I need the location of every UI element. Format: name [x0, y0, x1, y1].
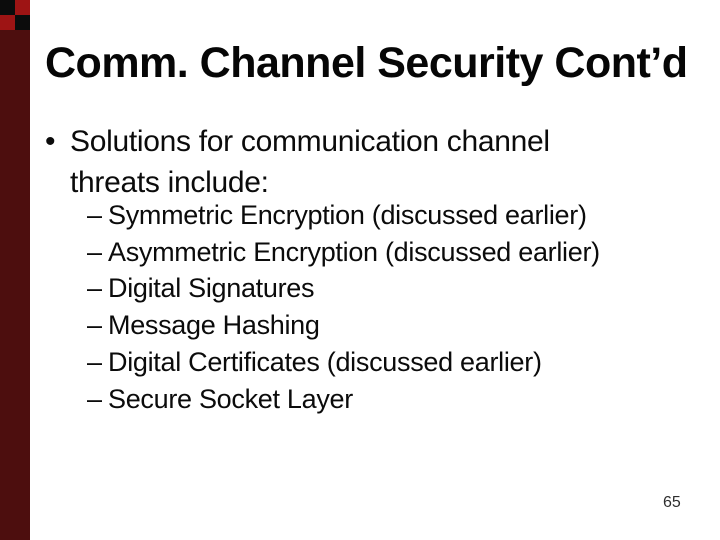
list-item: – Asymmetric Encryption (discussed earli…	[87, 234, 687, 271]
list-item: – Symmetric Encryption (discussed earlie…	[87, 197, 687, 234]
dash-marker: –	[87, 310, 102, 341]
list-item: – Digital Certificates (discussed earlie…	[87, 344, 687, 381]
sidebar-checker-pattern	[0, 0, 30, 30]
slide-title: Comm. Channel Security Cont’d	[45, 39, 688, 87]
list-item-text: Secure Socket Layer	[108, 383, 353, 414]
list-item-text: Digital Signatures	[108, 273, 315, 304]
checker-square	[15, 15, 30, 30]
dash-marker: –	[87, 383, 102, 414]
page-number: 65	[663, 494, 681, 511]
list-item-text: Message Hashing	[108, 310, 320, 341]
checker-square	[0, 15, 15, 30]
dash-marker: –	[87, 236, 102, 267]
list-item-text: Asymmetric Encryption (discussed earlier…	[108, 236, 600, 267]
bullet-text: Solutions for communication channel thre…	[70, 121, 645, 203]
list-item-text: Symmetric Encryption (discussed earlier)	[108, 200, 587, 230]
dash-marker: –	[87, 200, 102, 230]
bullet-marker: •	[45, 125, 56, 158]
dash-marker: –	[87, 346, 102, 377]
sub-item-list: – Symmetric Encryption (discussed earlie…	[87, 197, 687, 417]
left-decorative-bar	[0, 0, 30, 540]
list-item: – Digital Signatures	[87, 270, 687, 307]
bullet-block: • Solutions for communication channel th…	[45, 121, 645, 203]
checker-square	[15, 0, 30, 15]
dash-marker: –	[87, 273, 102, 304]
list-item-text: Digital Certificates (discussed earlier)	[108, 346, 542, 377]
list-item: – Message Hashing	[87, 307, 687, 344]
bullet-text-line: Solutions for communication channel	[70, 125, 550, 158]
checker-square	[0, 0, 15, 15]
list-item: – Secure Socket Layer	[87, 381, 687, 418]
bullet-text-line: threats include:	[70, 166, 269, 199]
